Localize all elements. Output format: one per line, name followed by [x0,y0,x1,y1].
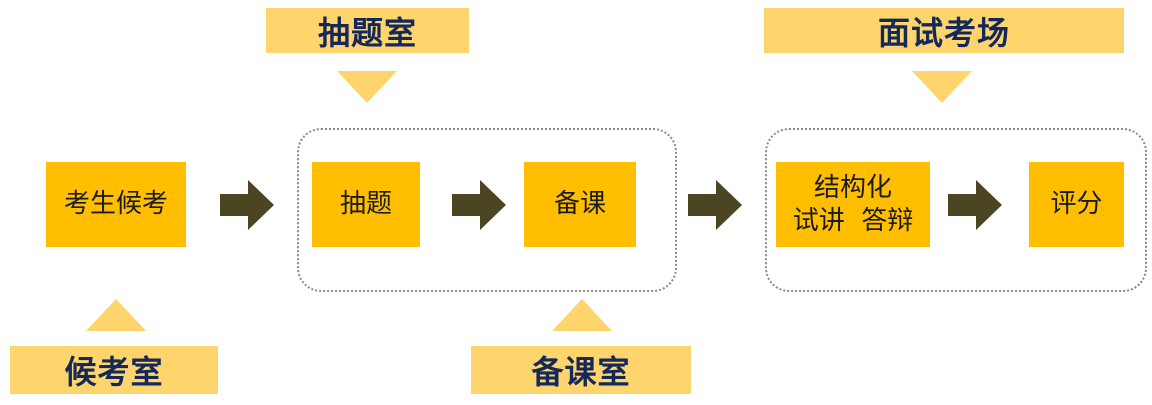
waiting-room-label: 候考室 [10,346,218,394]
waiting-room-pointer [86,299,146,331]
prep-room-pointer [552,299,612,331]
step-draw-question-label: 抽题 [339,189,392,220]
step-interview-line2: 试讲 答辩 [792,205,914,236]
prep-room-label: 备课室 [471,346,691,394]
draw-room-pointer [337,71,397,103]
interview-room-label: 面试考场 [764,8,1124,53]
arrow-right-icon [948,180,1002,230]
interview-room-text: 面试考场 [877,13,1010,52]
step-scoring-label: 评分 [1050,189,1103,220]
arrow-right-icon [452,180,506,230]
draw-prepare-group [297,128,677,292]
step-draw-question: 抽题 [312,162,420,247]
interview-score-group [765,128,1147,292]
waiting-room-text: 候考室 [64,353,164,391]
draw-room-text: 抽题室 [317,13,417,52]
draw-room-label: 抽题室 [266,8,469,53]
step-scoring: 评分 [1029,162,1124,247]
arrow-right-icon [688,180,742,230]
interview-room-pointer [912,71,972,103]
step-prepare-lesson-label: 备课 [553,189,606,220]
prep-room-text: 备课室 [531,353,631,391]
step-interview-line1: 结构化 [813,173,892,203]
step-candidate-waiting-label: 考生候考 [63,189,168,220]
step-prepare-lesson: 备课 [524,162,636,247]
step-candidate-waiting: 考生候考 [46,162,186,247]
arrow-right-icon [220,180,274,230]
step-interview: 结构化 试讲 答辩 [776,162,930,247]
